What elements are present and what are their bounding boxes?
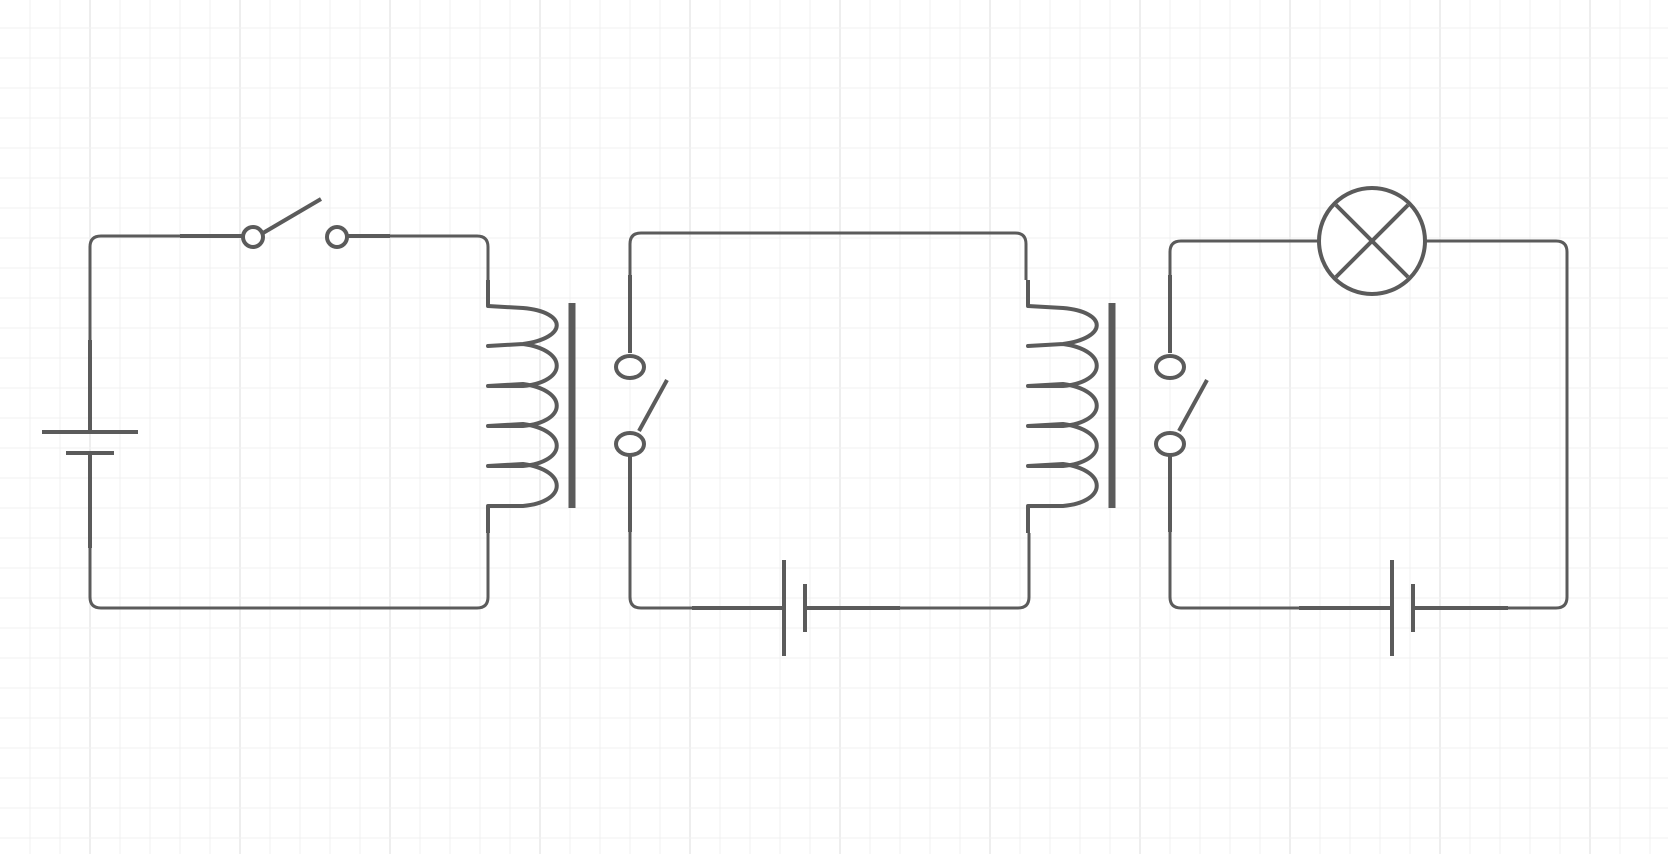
circuit-1-wire-bottom [88, 533, 490, 610]
coil-winding [486, 280, 559, 533]
circuit-2-wire-top [628, 231, 1028, 280]
relay-coil-1 [486, 280, 559, 533]
switch-1 [180, 197, 390, 249]
circuit-3-wire-bottom-left [1168, 532, 1299, 610]
battery-3 [1299, 560, 1508, 656]
lamp [1317, 186, 1427, 296]
circuit-1-wire-top-right [390, 234, 490, 280]
circuit-3-wire-top-right [1426, 239, 1569, 610]
wiring [88, 231, 1569, 610]
circuit-3-wire-top-left [1168, 239, 1318, 275]
circuit-1-wire-left [88, 234, 180, 340]
coil-winding [1026, 280, 1099, 533]
relay-contact-1 [614, 275, 669, 532]
relay-coil-2 [1026, 280, 1099, 533]
circuit-2-wire-bottom [628, 532, 692, 610]
battery-1 [42, 340, 138, 548]
circuit-2-wire-bottom-right [900, 533, 1031, 610]
battery-2 [692, 560, 900, 656]
relay-contact-2 [1154, 275, 1209, 532]
